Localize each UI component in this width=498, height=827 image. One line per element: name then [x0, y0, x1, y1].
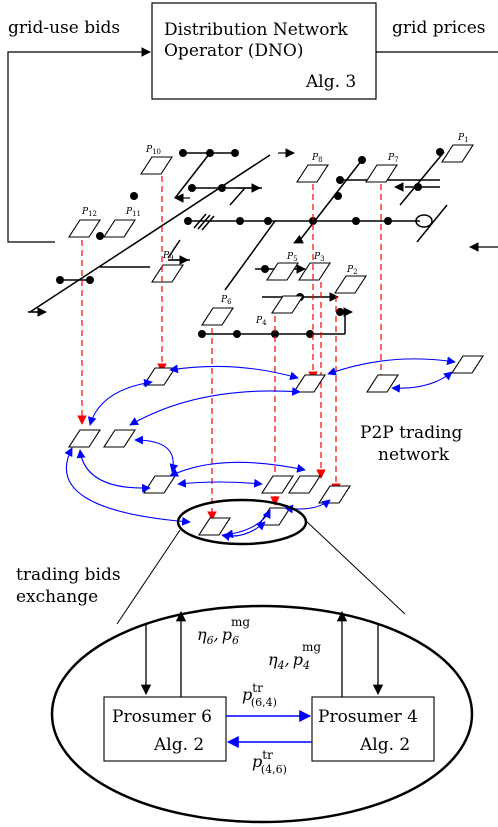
- svg-text:P1: P1: [457, 133, 469, 144]
- exchange-vertical-arrows: [140, 610, 384, 697]
- exchange-label-line2: exchange: [16, 587, 98, 607]
- eta4-p4-label: η4,p4mg: [268, 640, 321, 672]
- prosumer-p2: [333, 275, 368, 294]
- network-prosumer-labels: P1 P7 P8 P10 P12 P11 P9 P5 P3 P2 P4 P6: [81, 133, 469, 327]
- svg-text:P7: P7: [387, 153, 399, 164]
- dno-section: Distribution Network Operator (DNO) Alg.…: [7, 2, 498, 252]
- prosumer-p7: [364, 164, 399, 183]
- slack-bus-line: [416, 204, 448, 243]
- load-arrows: [30, 148, 404, 317]
- svg-text:P12: P12: [81, 207, 97, 218]
- prosumer6-box: Prosumer 6 Alg. 2: [103, 696, 227, 762]
- prosumer-p11: [102, 219, 137, 238]
- prosumer-p1: [440, 144, 475, 163]
- svg-text:P5: P5: [286, 252, 298, 263]
- network-buses: [56, 148, 444, 338]
- svg-text:P3: P3: [313, 252, 325, 263]
- p2p-network-label-line1: P2P trading: [360, 423, 462, 443]
- p2p-network-label-line2: network: [378, 445, 450, 465]
- prosumer-p9: [150, 264, 185, 283]
- grid-use-bids-arrow: [7, 47, 151, 243]
- svg-text:P10: P10: [145, 145, 161, 156]
- prosumer-p3: [297, 262, 332, 281]
- grid-prices-label: grid prices: [392, 18, 485, 38]
- prosumer-p10: [139, 156, 174, 175]
- svg-text:P8: P8: [311, 153, 323, 164]
- prosumer-p8: [295, 164, 330, 183]
- exchange-trade-arrows: [226, 710, 312, 748]
- dno-title-line1: Distribution Network: [164, 20, 349, 40]
- prosumer-p5: [265, 262, 300, 281]
- prosumer4-title: Prosumer 4: [318, 707, 418, 727]
- dno-box: [151, 2, 377, 100]
- svg-text:P11: P11: [125, 207, 141, 218]
- dno-algorithm: Alg. 3: [305, 72, 356, 92]
- svg-text:P4: P4: [255, 316, 267, 327]
- network-prosumers: [67, 144, 475, 326]
- eta6-p6-label: η6,p6mg: [197, 615, 250, 647]
- dno-title-line2: Operator (DNO): [164, 41, 303, 61]
- prosumer4-box: Prosumer 4 Alg. 2: [311, 696, 435, 762]
- prosumer6-alg: Alg. 2: [153, 735, 204, 755]
- prosumer4-alg: Alg. 2: [359, 735, 410, 755]
- zoom-line-right: [304, 519, 406, 615]
- exchange-zoom-ellipse: [50, 604, 474, 824]
- p-tr-64-label: ptr(6,4): [242, 681, 277, 709]
- switch-icon: [193, 213, 207, 229]
- transformer-icon: [415, 214, 433, 228]
- prosumer-p6: [200, 307, 235, 326]
- svg-text:P2: P2: [346, 265, 358, 276]
- exchange-highlight: [176, 498, 308, 546]
- prosumer-p4: [270, 295, 305, 314]
- exchange-label-line1: trading bids: [16, 565, 121, 585]
- zoom-line-left: [116, 529, 181, 625]
- branch-left: [29, 154, 271, 313]
- p2p-links: [64, 356, 456, 541]
- svg-text:P6: P6: [220, 295, 232, 306]
- prosumer-p12: [67, 219, 102, 238]
- svg-text:P9: P9: [162, 251, 174, 262]
- prosumer6-title: Prosumer 6: [112, 707, 212, 727]
- grid-use-bids-label: grid-use bids: [8, 18, 120, 38]
- p-tr-46-label: ptr(4,6): [252, 748, 287, 776]
